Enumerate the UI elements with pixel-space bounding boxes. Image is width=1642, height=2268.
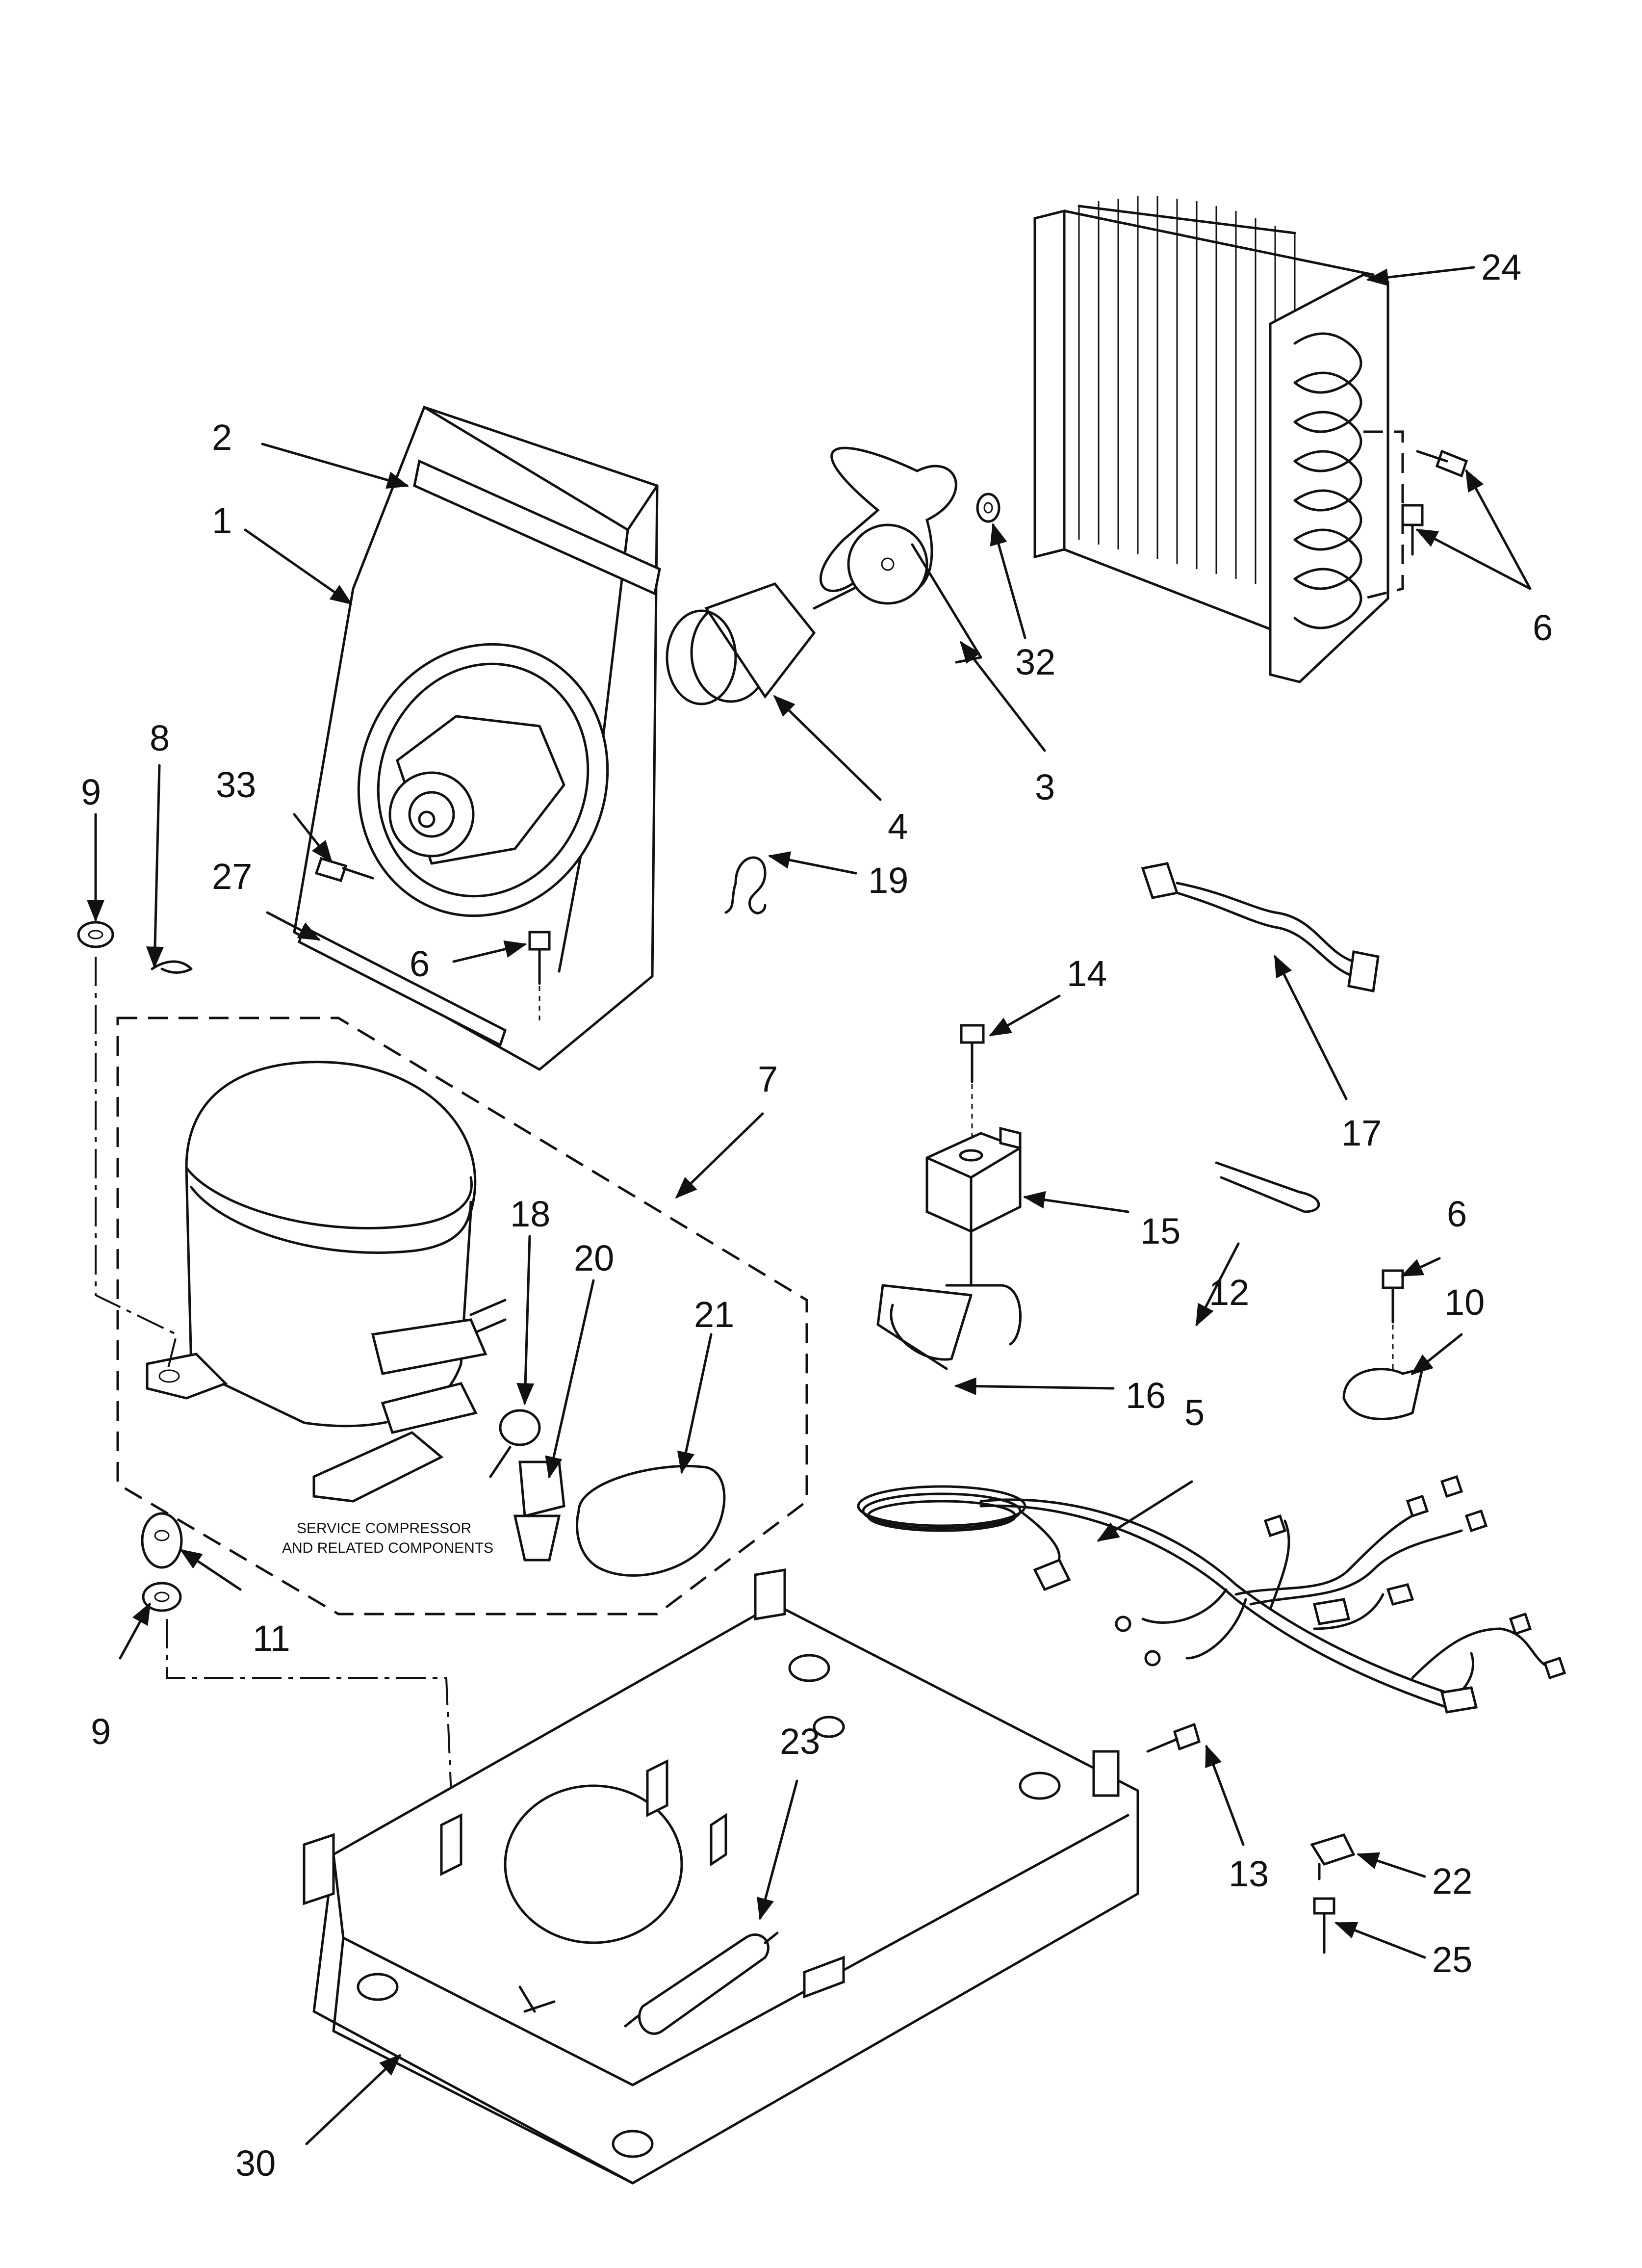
screw-part-25 (1313, 1897, 1335, 1954)
callout-24: 24 (1481, 247, 1521, 287)
service-note: SERVICE COMPRESSOR AND RELATED COMPONENT… (282, 1520, 493, 1556)
base-pan-part (303, 1568, 1139, 2185)
clamp-part (1342, 1367, 1424, 1420)
condenser-part (1033, 196, 1404, 683)
callout-33: 33 (216, 764, 256, 805)
callout-14: 14 (1067, 953, 1107, 994)
wire-harness-part-5 (857, 1475, 1566, 1714)
tubing-part (876, 1230, 1022, 1370)
screw-part-13 (1146, 1722, 1201, 1753)
screw-part-6-clamp (1382, 1269, 1404, 1369)
washer-part (976, 493, 1001, 523)
callout-23: 23 (780, 1721, 820, 1762)
callout-5: 5 (1184, 1392, 1205, 1433)
grommet-part-9-bottom (142, 1582, 182, 1612)
screw-part-6-top (1416, 449, 1468, 478)
callout-25: 25 (1432, 1939, 1472, 1980)
callout-21: 21 (694, 1294, 734, 1335)
grommet-part-11 (141, 1512, 183, 1569)
callout-9-top: 9 (81, 772, 101, 812)
leader-lines (87, 266, 1532, 2145)
callout-16: 16 (1126, 1375, 1166, 1416)
hose-part (1215, 1161, 1320, 1213)
grommet-part-9-top (77, 921, 114, 948)
callout-7: 7 (758, 1059, 778, 1099)
callout-4: 4 (888, 806, 908, 847)
callout-19: 19 (868, 860, 908, 901)
callout-9-bottom: 9 (91, 1711, 111, 1752)
screw-part-14 (960, 1024, 985, 1138)
callout-2: 2 (212, 417, 232, 458)
wire-clip-part (151, 960, 193, 974)
callout-6-shroud: 6 (410, 943, 430, 984)
fan-shroud-part (293, 405, 659, 1071)
callout-27: 27 (212, 856, 252, 897)
service-note-line-1: SERVICE COMPRESSOR (297, 1520, 471, 1537)
callout-30: 30 (235, 2143, 276, 2184)
service-compressor-group (116, 1017, 808, 1616)
callout-11: 11 (253, 1618, 290, 1659)
callout-labels: 1 2 3 4 5 6 6 6 7 8 9 9 10 11 12 13 14 1… (81, 247, 1553, 2184)
clip-part (724, 856, 767, 914)
callout-17: 17 (1341, 1113, 1382, 1153)
callout-6-condenser: 6 (1533, 607, 1553, 648)
screw-part-33 (314, 857, 374, 883)
service-note-line-2: AND RELATED COMPONENTS (282, 1540, 493, 1556)
callout-20: 20 (574, 1238, 614, 1278)
gasket-strip-part (413, 459, 661, 596)
screw-part-6-mid (1401, 504, 1424, 556)
callout-18: 18 (510, 1194, 550, 1234)
callout-3: 3 (1035, 767, 1055, 808)
callout-13: 13 (1229, 1853, 1269, 1894)
screw-part-6-shroud (528, 931, 551, 1025)
callout-22: 22 (1432, 1861, 1472, 1902)
solenoid-part (925, 1126, 1022, 1233)
callout-12: 12 (1209, 1272, 1249, 1313)
wire-harness-part-17 (1141, 862, 1380, 992)
callout-32: 32 (1015, 642, 1055, 682)
callout-10: 10 (1444, 1282, 1485, 1323)
clip-part-22 (1310, 1833, 1356, 1880)
callout-1: 1 (212, 500, 232, 541)
assembly-line-left (95, 957, 178, 1374)
fan-blade-part (819, 446, 982, 664)
drier-part (624, 1931, 779, 2035)
callout-15: 15 (1140, 1211, 1180, 1251)
fan-motor-part (666, 582, 865, 705)
assembly-line-bottom (166, 1619, 452, 1796)
callout-8: 8 (150, 718, 170, 758)
callout-6-clamp: 6 (1447, 1194, 1467, 1234)
